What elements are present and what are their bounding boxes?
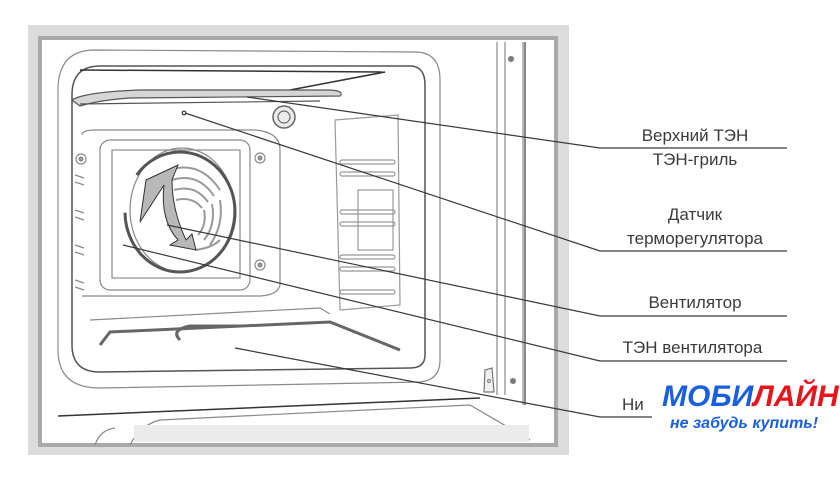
- watermark-tagline: не забудь купить!: [670, 415, 819, 432]
- label-top-heater: Верхний ТЭН ТЭН-гриль: [610, 126, 780, 170]
- fan-grille: [169, 166, 222, 251]
- label-top-heater-line1: Верхний ТЭН: [641, 126, 749, 145]
- label-fan-heater-line1: ТЭН вентилятора: [622, 338, 763, 357]
- leader-bottom-heater: [234, 347, 652, 418]
- label-thermostat-sensor-line1: Датчик: [667, 205, 723, 224]
- fan-heater-ring: [123, 150, 237, 274]
- label-fan-line1: Вентилятор: [648, 293, 742, 312]
- label-bottom-heater-line1: Ни: [622, 395, 644, 414]
- watermark-brand-part1: МОБИ: [662, 380, 754, 413]
- inner-frame: [38, 36, 558, 447]
- left-runners: [74, 174, 85, 291]
- airflow-arrow: [139, 164, 197, 251]
- label-thermostat-sensor: Датчик терморегулятора: [605, 205, 785, 249]
- leader-fan: [166, 224, 787, 317]
- light-cover: [272, 105, 296, 129]
- label-fan: Вентилятор: [610, 293, 780, 313]
- mobilain-watermark: МОБИЛАЙН не забудь купить!: [652, 378, 839, 438]
- top-heater-element: [70, 89, 342, 107]
- label-thermostat-sensor-line2: терморегулятора: [627, 229, 763, 248]
- screw-bottom-right: [509, 377, 517, 385]
- screw-top-right: [507, 55, 515, 63]
- screw-fan-left: [75, 153, 87, 165]
- leader-top-heater: [246, 96, 787, 149]
- watermark-brand-part2: ЛАЙН: [753, 380, 839, 413]
- oven-drawing: [57, 42, 531, 446]
- watermark-brand: МОБИЛАЙН: [662, 380, 839, 414]
- screw-fan-br: [254, 259, 266, 271]
- leader-fan-heater: [122, 244, 787, 362]
- label-bottom-heater: Ни: [622, 395, 652, 415]
- screw-fan-tr: [254, 152, 266, 164]
- leader-thermostat-sensor: [184, 112, 787, 252]
- label-top-heater-line2: ТЭН-гриль: [652, 150, 738, 169]
- leader-lines: [122, 96, 787, 418]
- side-rack: [334, 114, 401, 311]
- label-fan-heater: ТЭН вентилятора: [600, 338, 785, 358]
